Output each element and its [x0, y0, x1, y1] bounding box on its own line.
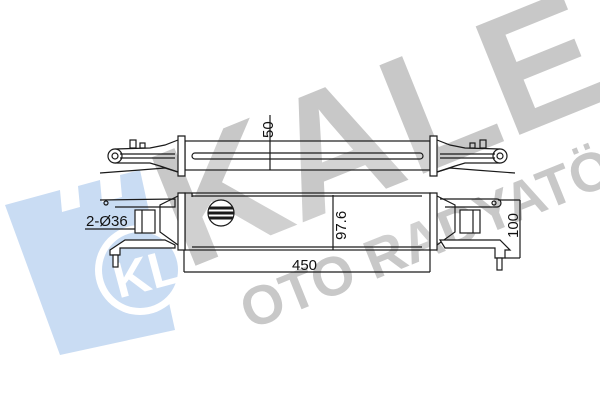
- port-diameter-label: 2-Ø36: [86, 213, 128, 230]
- dimension-100: 100: [505, 213, 522, 238]
- dimension-50: 50: [260, 121, 277, 138]
- top-view: [99, 115, 516, 177]
- dimension-450: 450: [292, 257, 317, 274]
- front-view: [85, 192, 521, 273]
- dimension-97-6: 97.6: [333, 211, 350, 240]
